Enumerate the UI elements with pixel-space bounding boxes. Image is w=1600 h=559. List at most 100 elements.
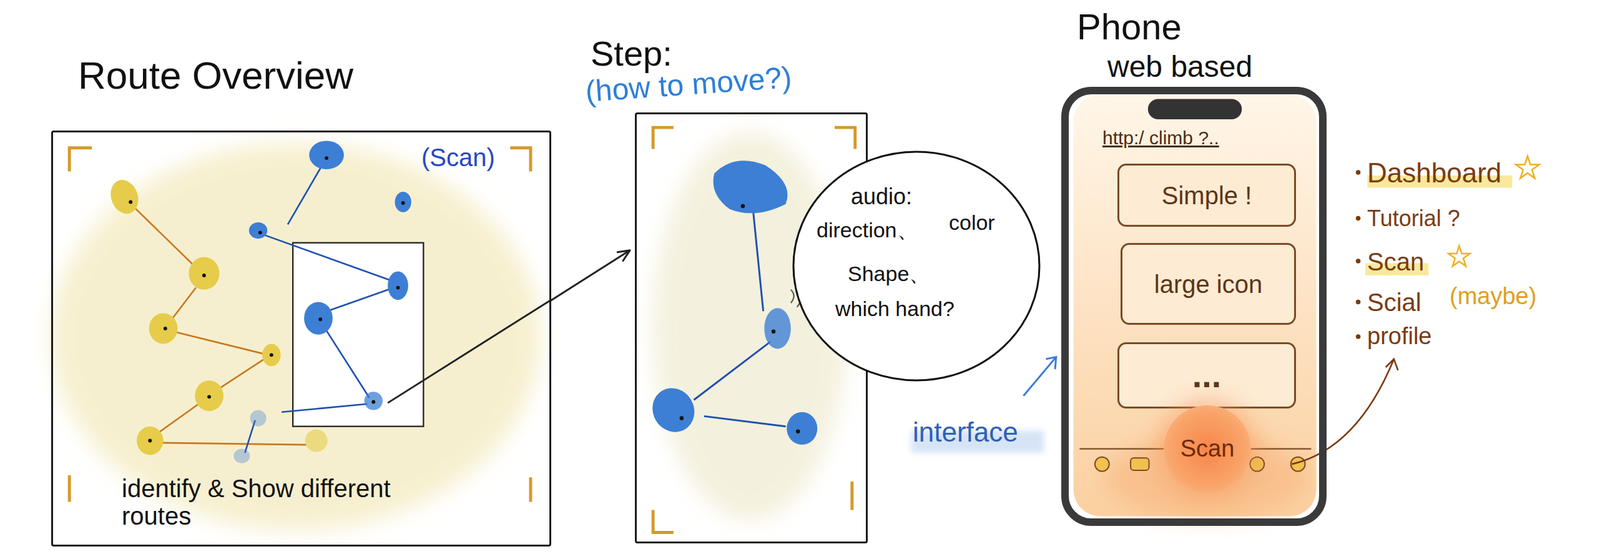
star bbox=[1515, 156, 1539, 178]
menu-note: (maybe) bbox=[1449, 283, 1537, 310]
route-line bbox=[244, 420, 255, 453]
route-line bbox=[704, 415, 786, 426]
speech-bubble: audio: direction、 colorShape、 which hand? bbox=[791, 149, 1042, 383]
phone-frame: Phoneweb basedhttp:/ climb ?..Simple !la… bbox=[1061, 86, 1327, 526]
hold bbox=[764, 307, 791, 349]
tab-icon bbox=[1094, 456, 1110, 472]
hold bbox=[387, 270, 409, 300]
hold-dots bbox=[128, 156, 405, 442]
frame-caption: identify & Show different routes bbox=[121, 474, 397, 530]
hold-dots bbox=[679, 204, 801, 434]
dot bbox=[207, 394, 212, 399]
dot bbox=[269, 352, 274, 357]
hold bbox=[194, 380, 224, 411]
phone-subtitle: web based bbox=[1107, 50, 1253, 84]
yellow-wash bbox=[51, 142, 542, 531]
frame-title: Route Overview bbox=[78, 54, 354, 97]
hold bbox=[305, 429, 328, 452]
dot bbox=[679, 415, 685, 421]
hold bbox=[713, 160, 788, 213]
button-label: Simple ! bbox=[1161, 181, 1253, 210]
bullet bbox=[1355, 215, 1361, 221]
route-line bbox=[752, 199, 764, 311]
url-text: http:/ climb ?.. bbox=[1102, 127, 1220, 148]
corner-bracket bbox=[69, 147, 531, 502]
dot bbox=[163, 326, 168, 331]
route-line bbox=[126, 199, 203, 274]
scan-note: (Scan) bbox=[421, 143, 496, 172]
hold bbox=[249, 410, 266, 427]
dot bbox=[741, 204, 746, 209]
menu-button: Simple ! bbox=[1117, 163, 1296, 227]
connector-arrow bbox=[551, 250, 630, 301]
bullet bbox=[1355, 299, 1361, 305]
star bbox=[1448, 245, 1470, 266]
bubble-ellipse bbox=[793, 151, 1040, 381]
pointer-line bbox=[387, 299, 552, 403]
bubble-text: direction、 bbox=[816, 218, 919, 242]
route-line bbox=[287, 161, 325, 225]
bubble-text: audio: bbox=[850, 184, 913, 210]
menu-item: Tutorial ? bbox=[1367, 206, 1461, 231]
bullets bbox=[1355, 169, 1361, 339]
hold bbox=[262, 343, 281, 366]
hold bbox=[644, 380, 703, 440]
hold bbox=[364, 391, 383, 410]
bullet bbox=[1355, 169, 1361, 175]
blue-holds bbox=[233, 140, 411, 463]
route-overview-frame: Route Overview(Scan)identify & Show diff… bbox=[51, 130, 552, 547]
menu-item: profile bbox=[1367, 323, 1433, 350]
route-line bbox=[322, 323, 370, 398]
button-label: Scan bbox=[1180, 435, 1235, 462]
dot bbox=[128, 199, 133, 204]
dot bbox=[318, 317, 323, 321]
route-line bbox=[263, 234, 394, 282]
bullet bbox=[1355, 258, 1361, 264]
yellow-holds bbox=[106, 176, 328, 456]
menu-arrow bbox=[1291, 358, 1398, 464]
blue-route bbox=[244, 161, 394, 453]
hold bbox=[249, 222, 268, 239]
tab-icon bbox=[1249, 456, 1265, 472]
route-line bbox=[694, 341, 771, 400]
hold bbox=[149, 312, 178, 344]
menu-item: Dashboard bbox=[1367, 157, 1502, 188]
route-line bbox=[169, 330, 269, 355]
bubble-text: color bbox=[948, 211, 996, 235]
route-line bbox=[324, 287, 394, 313]
dot bbox=[202, 273, 207, 278]
hold bbox=[106, 176, 143, 218]
step-holds bbox=[644, 160, 818, 445]
interface-arrow bbox=[1023, 357, 1056, 396]
hold bbox=[136, 426, 163, 456]
dot bbox=[795, 429, 801, 434]
menu-button: large icon bbox=[1120, 242, 1296, 325]
route-line bbox=[152, 442, 306, 445]
tab-icon bbox=[1130, 457, 1149, 471]
hold bbox=[304, 301, 333, 334]
route-line bbox=[281, 403, 368, 413]
dot bbox=[258, 230, 263, 235]
hold bbox=[233, 448, 250, 464]
phone-notch bbox=[1148, 98, 1242, 120]
menu-item: Scan bbox=[1367, 247, 1424, 276]
button-label: ... bbox=[1192, 355, 1222, 395]
hold bbox=[786, 412, 818, 445]
hold bbox=[395, 191, 412, 213]
dot bbox=[401, 201, 406, 205]
hold bbox=[188, 257, 220, 290]
yellow-route bbox=[126, 199, 307, 445]
selection-rect bbox=[292, 242, 424, 427]
bubble-text: Shape、 bbox=[847, 262, 931, 286]
interface-label: interface bbox=[912, 417, 1019, 447]
button-label: large icon bbox=[1154, 270, 1263, 298]
hold bbox=[309, 140, 344, 170]
menu-item: Scial bbox=[1367, 288, 1422, 316]
dot bbox=[147, 438, 152, 443]
bullet bbox=[1355, 333, 1361, 339]
dot bbox=[324, 156, 329, 160]
bubble-text: which hand? bbox=[835, 297, 955, 321]
frame-title: Step: bbox=[590, 34, 673, 74]
dot bbox=[396, 285, 401, 290]
